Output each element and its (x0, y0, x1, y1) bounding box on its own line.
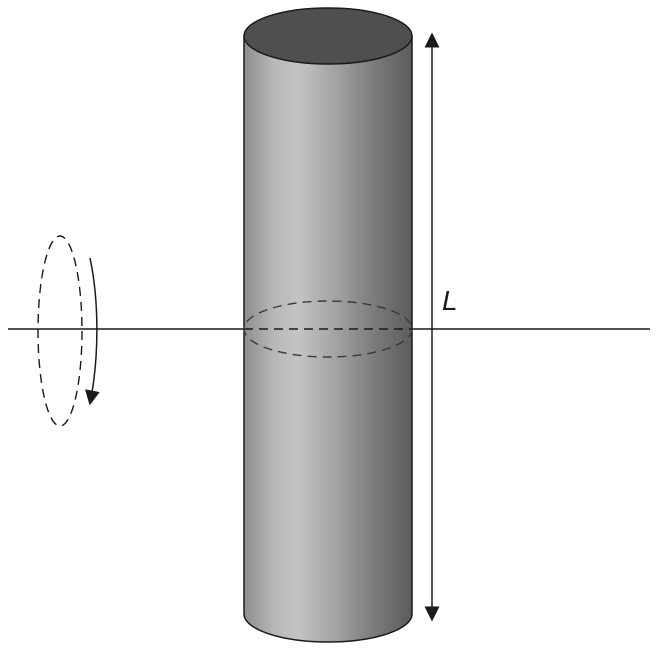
cylinder (243, 7, 413, 643)
length-label: L (442, 285, 458, 316)
rotation-indicator (37, 235, 100, 427)
cylinder-top-face (243, 7, 413, 65)
rotation-arrow-icon (84, 257, 100, 406)
cylinder-body (243, 35, 413, 643)
length-dimension: L (424, 32, 458, 622)
midpoint-dashed-ellipse (243, 300, 413, 358)
rotation-dashed-ellipse (37, 235, 83, 427)
